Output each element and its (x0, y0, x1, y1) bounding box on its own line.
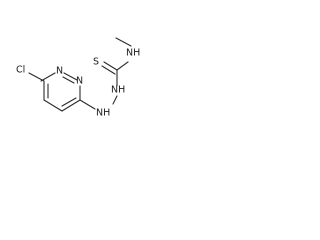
atom-hydrazine-nh-1: NH (96, 108, 110, 119)
bond-c3-nh (79, 99, 96, 110)
bond-nh-nh (112, 95, 118, 105)
pyridazine-ring (40, 72, 81, 112)
bond-c-s-double-2 (101, 65, 116, 75)
bond-c-nh-methyl (116, 61, 129, 71)
bond-c6-n1 (40, 72, 56, 82)
bond-n1-n2-inner (62, 76, 75, 84)
bond-c3-c4 (61, 99, 81, 112)
bond-c-s-double-1 (103, 61, 118, 71)
bond-c6-cl (28, 72, 45, 82)
atom-methyl-nh: NH (126, 48, 140, 59)
bond-c3-c4-inner (61, 97, 77, 107)
atom-sulfur: S (93, 57, 99, 68)
bond-nh-methyl-c (115, 37, 132, 47)
bond-n1-n2 (63, 72, 78, 81)
atom-hydrazine-nh-2: NH (111, 85, 125, 96)
chemical-structure: Cl N N NH NH S NH (16, 37, 140, 119)
atom-chlorine: Cl (16, 65, 25, 76)
atom-ring-nitrogen-2: N (76, 76, 83, 87)
atom-ring-nitrogen-1: N (56, 66, 63, 77)
bond-c4-c5 (43, 99, 63, 112)
